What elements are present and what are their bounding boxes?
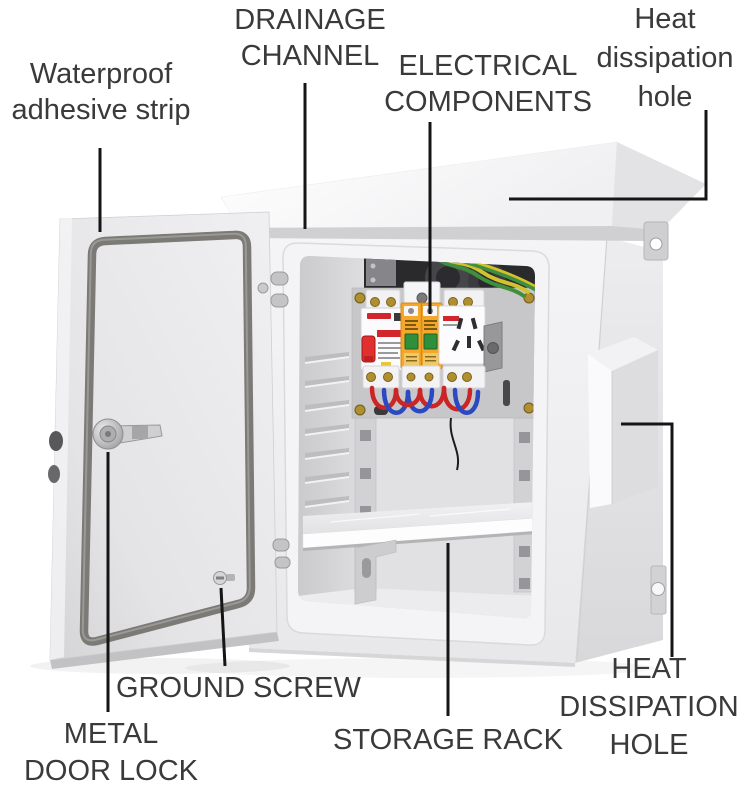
label-heat-dissipation-hole-bottom: HEAT DISSIPATION HOLE (559, 653, 739, 761)
din-bracket (483, 321, 503, 373)
label-storage-rack: STORAGE RACK (333, 724, 563, 756)
label-heat-dissipation-hole-top: Heat dissipation hole (596, 3, 734, 113)
leader-lines (98, 83, 708, 716)
ground-screw (213, 571, 235, 585)
label-electrical-components: ELECTRICAL COMPONENTS (384, 50, 592, 118)
label-metal-door-lock: METAL DOOR LOCK (23, 718, 199, 787)
power-socket (438, 305, 486, 365)
electrical-components-assembly (351, 256, 535, 471)
mounting-hole (649, 237, 663, 251)
roof-eave-shadow (239, 226, 661, 241)
brand-mark (367, 313, 391, 319)
wiring (369, 385, 481, 415)
leader-heat-dissipation-hole-bottom (621, 422, 674, 657)
circuit-breaker (360, 307, 410, 371)
lock-cam (49, 431, 63, 451)
label-waterproof-adhesive-strip: Waterproof adhesive strip (11, 58, 191, 126)
leader-ground-screw (219, 587, 227, 667)
cabinet-interior (298, 256, 535, 619)
roof-front-slope (220, 141, 618, 229)
rain-roof (220, 141, 706, 241)
terminal-blocks-bottom (362, 365, 486, 389)
metal-door-lock (92, 418, 163, 450)
left-wall-louvers (305, 352, 349, 508)
status-window (423, 333, 438, 350)
label-ground-screw: GROUND SCREW (116, 672, 361, 704)
mounting-hole (651, 582, 665, 596)
shelf-front-edge (302, 517, 535, 549)
side-vent-hood (588, 337, 658, 508)
lock-cam (48, 465, 60, 483)
leader-heat-dissipation-hole-top (509, 110, 708, 201)
loose-wire (449, 417, 460, 471)
door-hinges (257, 271, 291, 569)
storage-rack-shelf (302, 502, 535, 551)
status-window (404, 333, 419, 350)
label-drainage-channel: DRAINAGE CHANNEL (234, 4, 386, 72)
shelf-support-bracket (354, 539, 397, 605)
enclosure-door (30, 211, 290, 674)
mounting-ear-bottom (650, 565, 667, 615)
cabinet-bottom-edge (249, 648, 575, 667)
roof-right-slope (612, 142, 706, 230)
brand-mark (443, 316, 459, 321)
mounting-ear-top (643, 221, 669, 261)
surge-protector (400, 302, 443, 370)
